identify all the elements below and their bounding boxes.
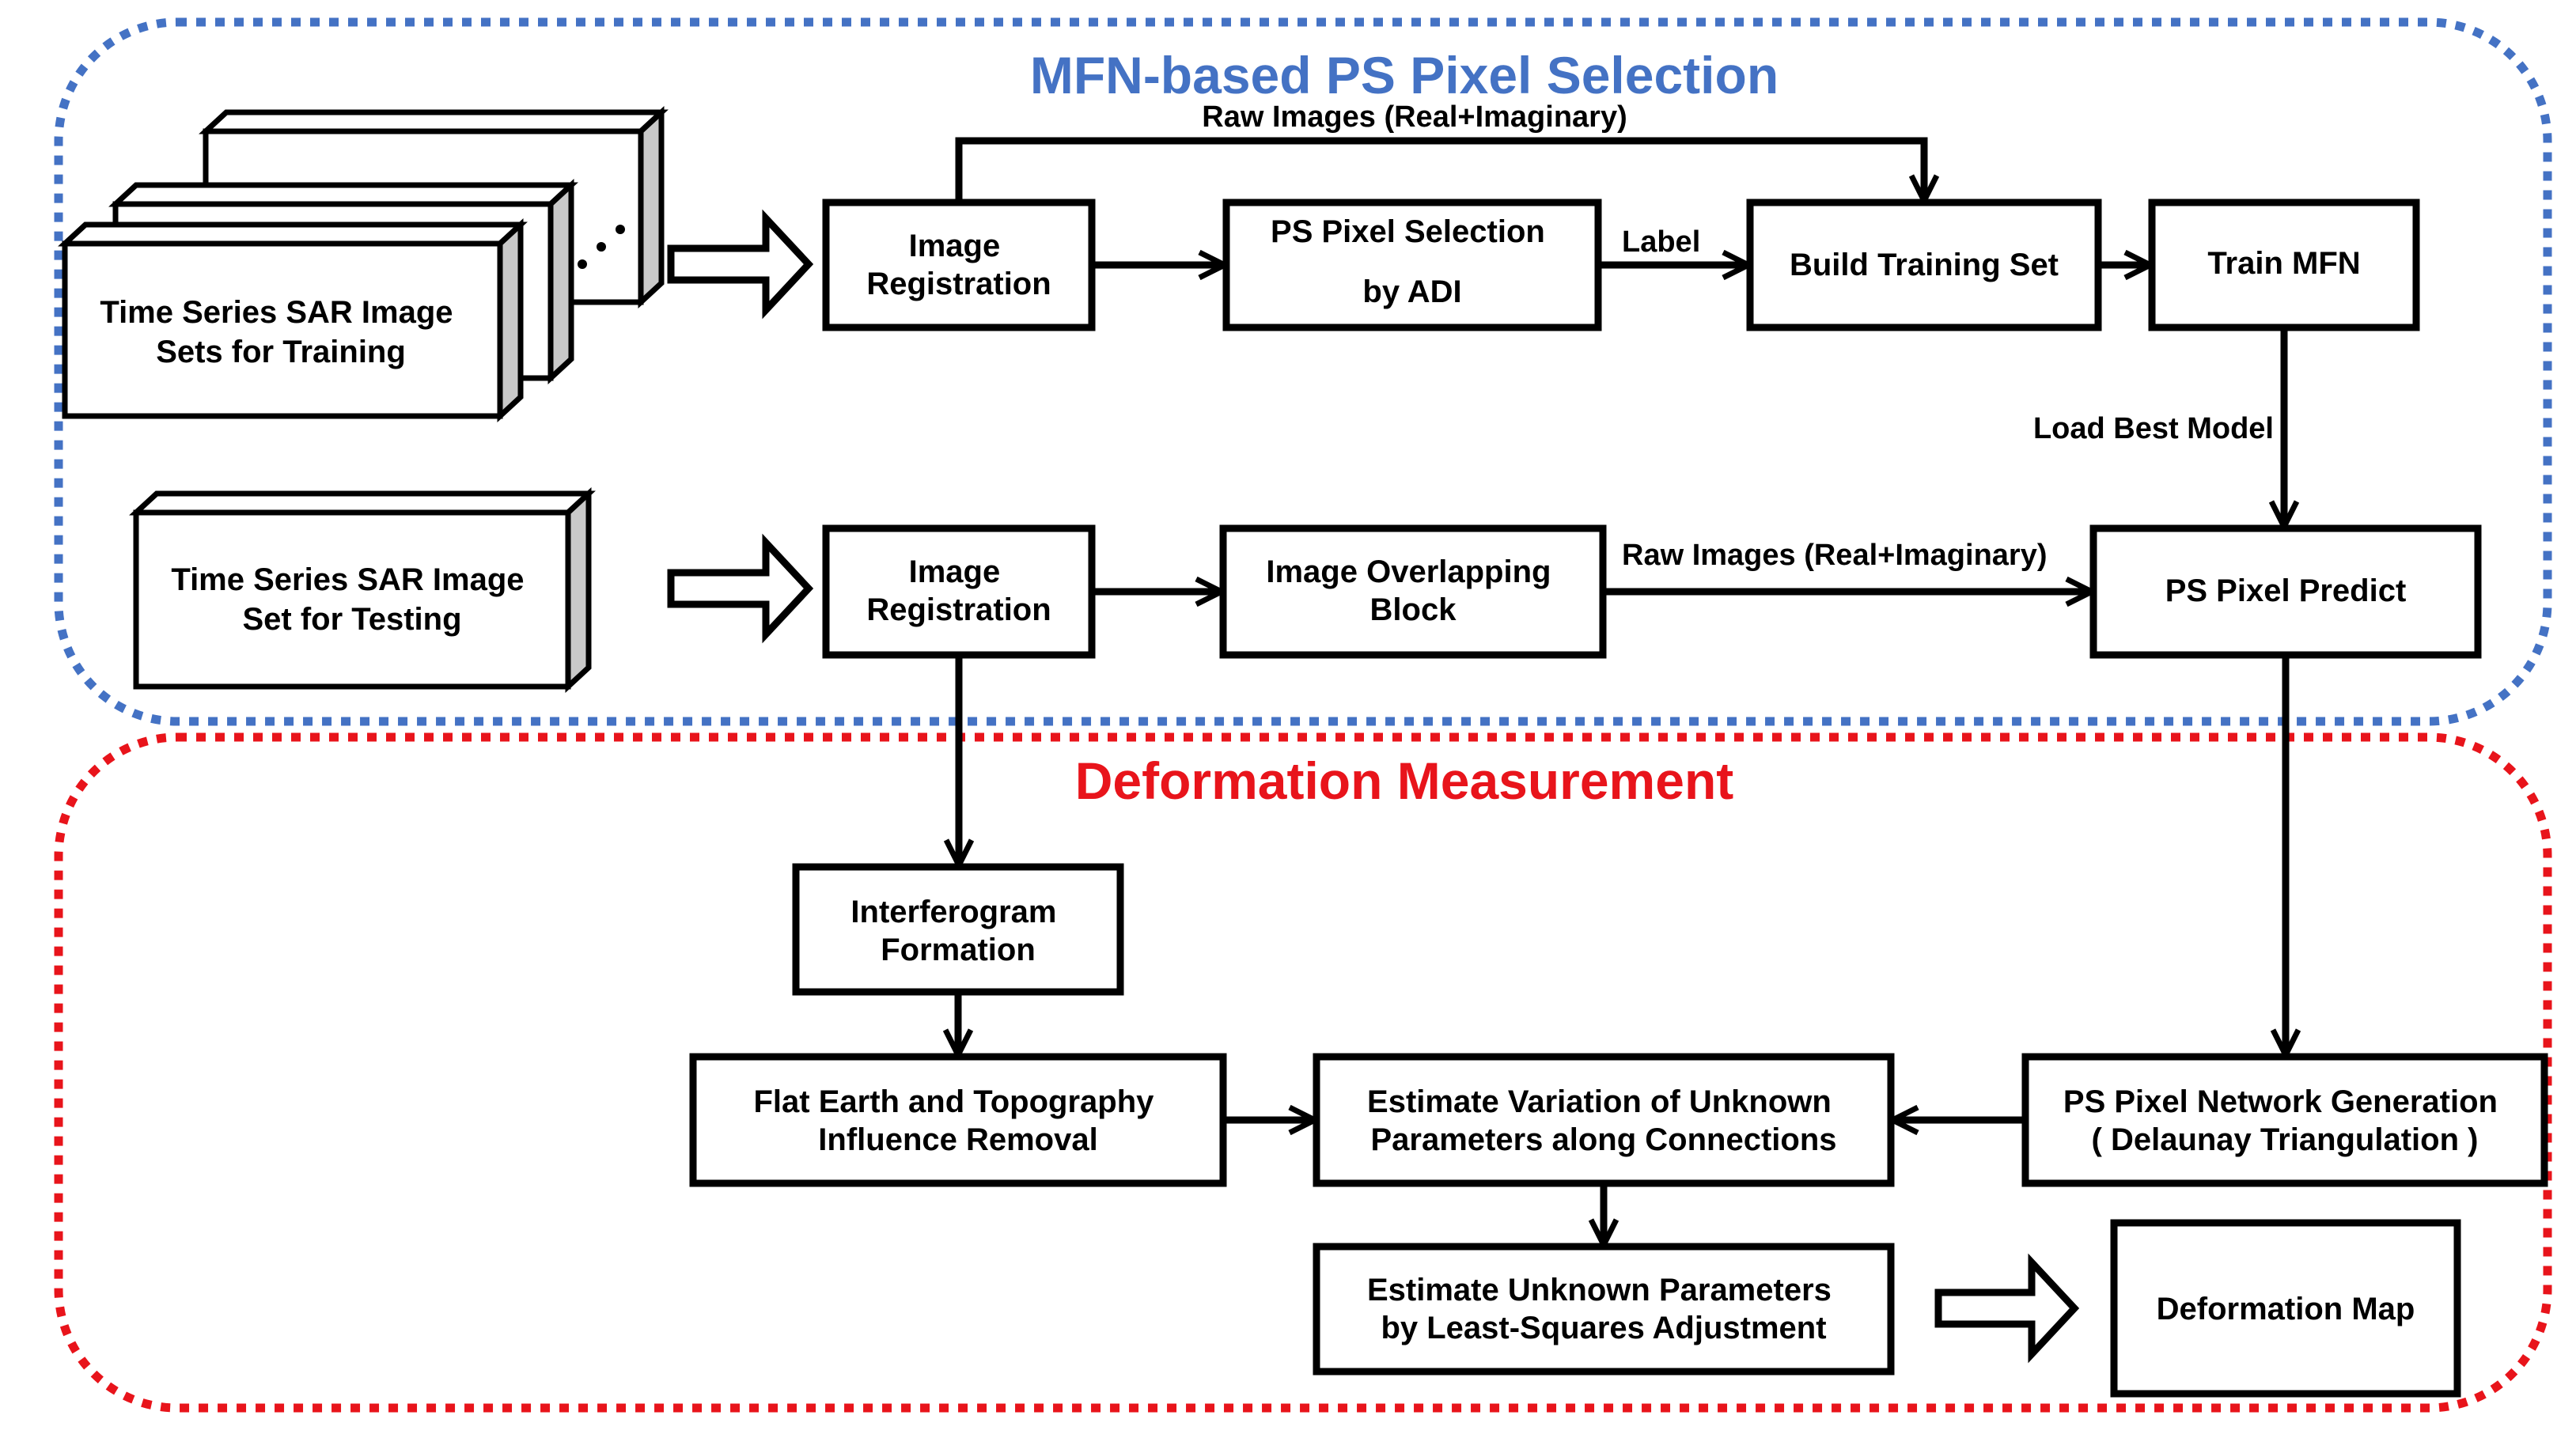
section-measurement-title: Deformation Measurement	[1075, 751, 1734, 810]
stack-ellipsis	[578, 225, 625, 269]
registration-train-label: Image Registration	[866, 229, 1051, 301]
estimate-variation-label: Estimate Variation of Unknown Parameters…	[1367, 1084, 1840, 1157]
arrow-raw-images-top	[955, 137, 1924, 202]
hollow-arrow-training	[667, 209, 814, 320]
train-mfn-box	[2148, 199, 2420, 331]
section-measurement: Deformation Measurement	[54, 732, 2552, 1413]
hollow-arrow-testing	[667, 533, 814, 644]
testing-set-box	[133, 509, 571, 690]
interferogram-box	[792, 863, 1124, 996]
flat-earth-label: Flat Earth and Topography Influence Remo…	[753, 1084, 1162, 1157]
ps-selection-adi-label: PS Pixel Selection by ADI	[1271, 214, 1554, 309]
overlapping-block-box	[1219, 524, 1607, 659]
ps-predict-box	[2089, 524, 2482, 659]
registration-test-label: Image Registration	[866, 554, 1051, 627]
section-selection: MFN-based PS Pixel Selection	[54, 17, 2552, 726]
training-sets-box	[62, 240, 503, 419]
train-mfn-label: Train MFN	[2207, 246, 2360, 281]
network-generation-label: PS Pixel Network Generation ( Delaunay T…	[2063, 1084, 2506, 1157]
process-boxes	[689, 199, 2548, 1398]
registration-train-box	[822, 199, 1096, 331]
edge-label-load-best-model: Load Best Model	[2033, 412, 2274, 445]
edge-label-label: Label	[1622, 225, 1700, 259]
least-squares-box	[1313, 1243, 1895, 1376]
hollow-arrow-output	[1934, 1253, 2080, 1364]
deformation-map-label: Deformation Map	[2157, 1292, 2415, 1326]
section-selection-title: MFN-based PS Pixel Selection	[1030, 46, 1779, 104]
edge-label-raw-images-top: Raw Images (Real+Imaginary)	[1202, 100, 1627, 134]
estimate-variation-box	[1313, 1053, 1895, 1187]
overlapping-block-label: Image Overlapping Block	[1266, 554, 1559, 627]
ps-predict-label: PS Pixel Predict	[2165, 573, 2407, 608]
section-measurement-border	[54, 732, 2552, 1413]
training-sets-label: Time Series SAR Image Sets for Training	[100, 295, 461, 369]
registration-test-box	[822, 524, 1096, 659]
section-selection-border	[54, 17, 2552, 726]
testing-set-label: Time Series SAR Image Set for Testing	[171, 562, 532, 637]
hollow-arrows	[667, 209, 2080, 1364]
deformation-map-box	[2110, 1219, 2461, 1398]
ps-selection-adi-box	[1222, 199, 1602, 331]
build-training-set-box	[1746, 199, 2102, 331]
interferogram-label: Interferogram Formation	[850, 895, 1065, 967]
network-generation-box	[2021, 1053, 2548, 1187]
edge-label-raw-images-mid: Raw Images (Real+Imaginary)	[1622, 539, 2048, 572]
flat-earth-box	[689, 1053, 1227, 1187]
connectors	[955, 137, 2286, 1243]
training-image-stack	[58, 106, 669, 422]
least-squares-label: Estimate Unknown Parameters by Least-Squ…	[1367, 1273, 1840, 1345]
testing-image-box	[129, 487, 596, 693]
build-training-set-label: Build Training Set	[1790, 248, 2059, 282]
